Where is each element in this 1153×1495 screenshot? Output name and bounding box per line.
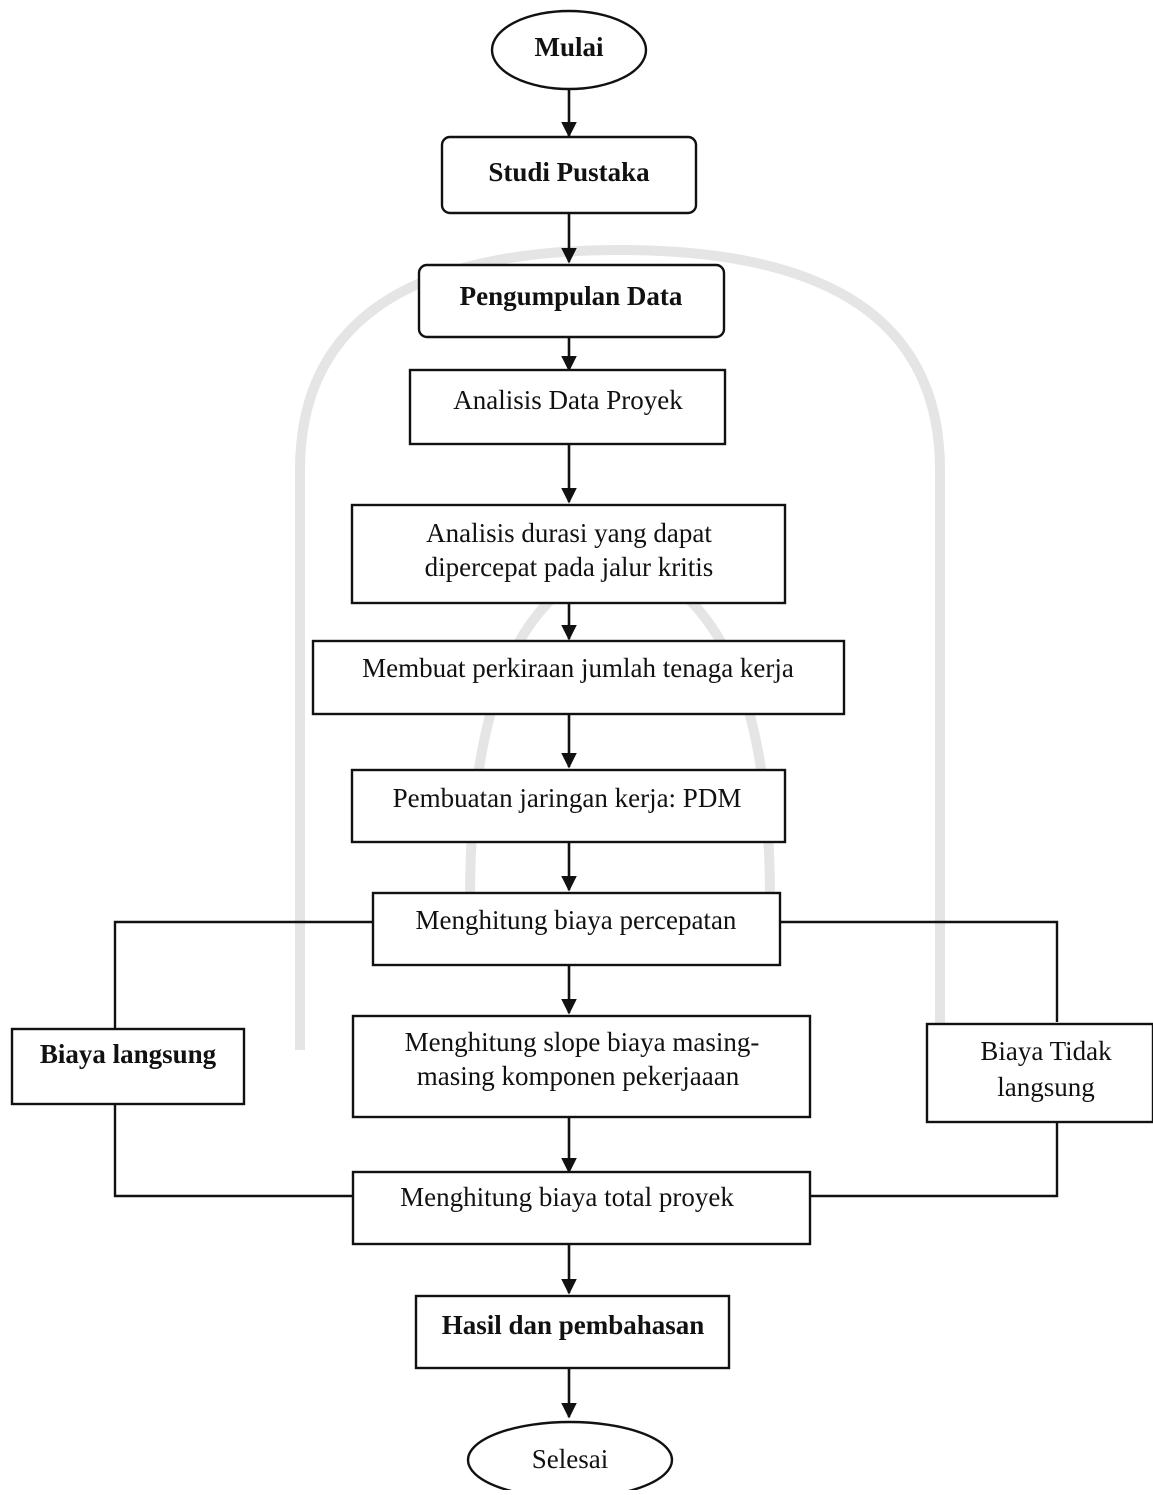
step-label-line-2: masing komponen pekerjaaan [417,1061,740,1091]
step-label: Pembuatan jaringan kerja: PDM [393,783,742,813]
side-label-line-2: langsung [997,1072,1095,1102]
step-hasil-pembahasan: Hasil dan pembahasan [414,1294,731,1370]
side-biaya-tidak-langsung: Biaya Tidak langsung [925,1022,1153,1124]
step-label: Menghitung biaya total proyek [400,1182,734,1212]
step-analisis-durasi: Analisis durasi yang dapat dipercepat pa… [350,503,787,605]
end-label: Selesai [532,1444,608,1474]
step-jaringan-kerja-pdm: Pembuatan jaringan kerja: PDM [350,768,787,844]
step-slope-biaya: Menghitung slope biaya masing- masing ko… [351,1014,812,1119]
side-label-line-1: Biaya Tidak [980,1036,1112,1066]
side-label: Biaya langsung [40,1039,217,1069]
step-label: Menghitung biaya percepatan [416,905,737,935]
end-terminal: Selesai [466,1420,674,1495]
start-terminal: Mulai [490,9,648,91]
step-pengumpulan-data: Pengumpulan Data [417,263,726,339]
step-label: Hasil dan pembahasan [442,1310,705,1340]
step-label: Membuat perkiraan jumlah tenaga kerja [362,653,794,683]
step-label: Pengumpulan Data [460,281,683,311]
step-perkiraan-tenaga-kerja: Membuat perkiraan jumlah tenaga kerja [311,639,846,716]
step-biaya-percepatan: Menghitung biaya percepatan [371,891,782,967]
start-label: Mulai [534,32,604,62]
step-studi-pustaka: Studi Pustaka [440,135,698,215]
step-label: Analisis Data Proyek [453,385,683,415]
side-connectors [113,920,1059,1198]
step-analisis-data-proyek: Analisis Data Proyek [408,368,727,446]
step-label-line-1: Analisis durasi yang dapat [426,518,712,548]
step-label-line-2: dipercepat pada jalur kritis [425,552,714,582]
step-label-line-1: Menghitung slope biaya masing- [405,1027,760,1057]
step-label: Studi Pustaka [488,157,650,187]
side-biaya-langsung: Biaya langsung [10,1027,246,1106]
step-biaya-total-proyek: Menghitung biaya total proyek [351,1170,812,1246]
